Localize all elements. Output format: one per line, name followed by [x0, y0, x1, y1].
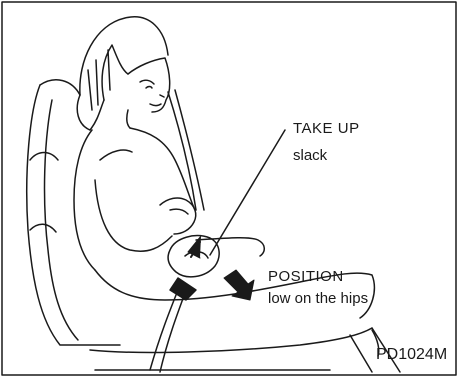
take-up-pointer	[188, 130, 285, 258]
seat-back	[27, 80, 120, 345]
position-subtitle: low on the hips	[268, 290, 368, 307]
position-title: POSITION	[268, 268, 344, 285]
face	[127, 58, 170, 128]
shoulder-belt	[168, 90, 204, 210]
figure-code: PD1024M	[376, 346, 447, 363]
take-up-title: TAKE UP	[293, 120, 360, 137]
arm	[95, 180, 196, 251]
torso	[74, 128, 195, 270]
hair	[77, 17, 168, 130]
seat-cushion	[90, 328, 400, 372]
take-up-subtitle: slack	[293, 147, 327, 164]
figure-frame	[2, 2, 456, 375]
